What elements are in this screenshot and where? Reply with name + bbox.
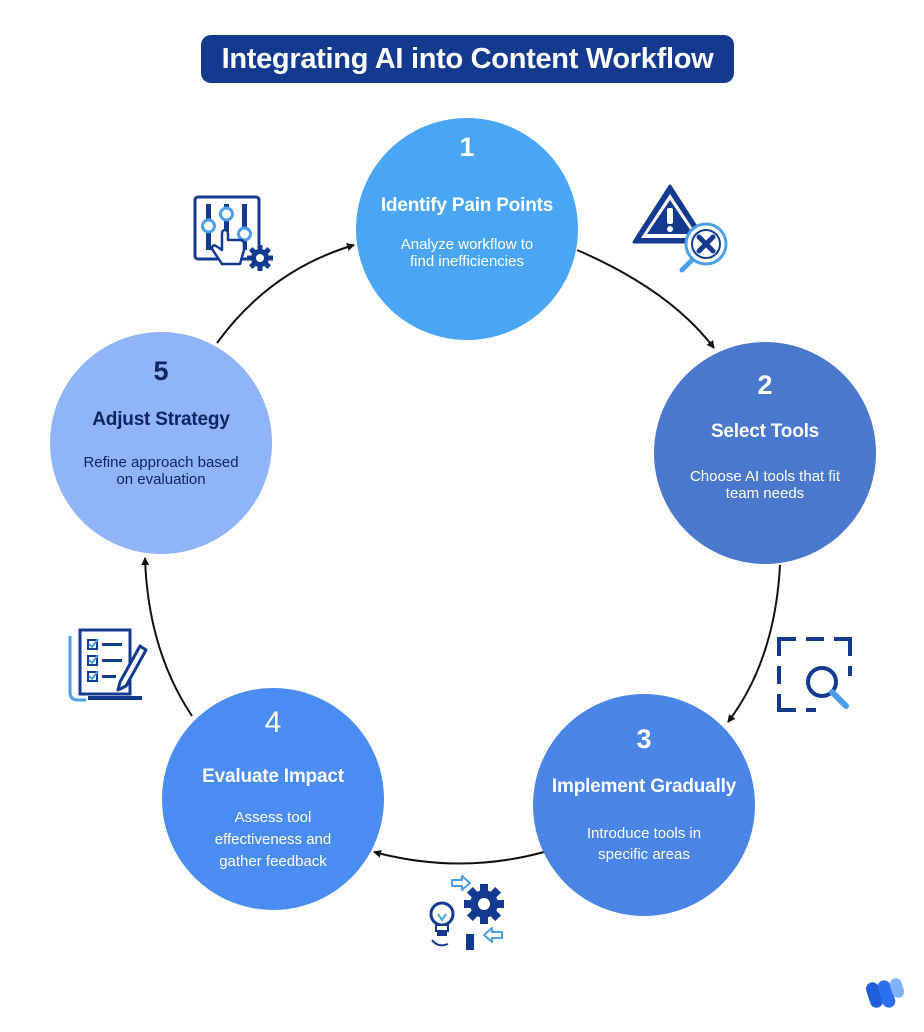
arrow-4-to-5 (141, 557, 193, 717)
arrow-1-to-2 (576, 249, 715, 349)
step-number: 4 (264, 706, 282, 739)
checklist-pencil-icon (68, 628, 148, 702)
step-number: 3 (636, 724, 652, 754)
step-description: Choose AI tools that fit team needs (689, 468, 841, 502)
step-number: 2 (757, 370, 773, 400)
page-title: Integrating AI into Content Workflow (221, 42, 714, 75)
arrow-5-to-1 (216, 243, 355, 344)
step-number: 5 (153, 356, 169, 386)
step-5-circle: 5 Adjust Strategy Refine approach based … (50, 332, 272, 554)
step-2-circle: 2 Select Tools Choose AI tools that fit … (654, 342, 876, 564)
step-number: 1 (459, 132, 475, 162)
arrow-2-to-3 (727, 564, 781, 723)
title-banner: Integrating AI into Content Workflow (201, 35, 734, 83)
step-description: Assess tool effectiveness and gather fee… (214, 809, 332, 870)
step-description: Refine approach based on evaluation (83, 454, 239, 488)
warning-magnifier-icon (632, 184, 728, 273)
step-title: Adjust Strategy (92, 409, 230, 430)
step-1-circle: 1 Identify Pain Points Analyze workflow … (356, 118, 578, 340)
step-title: Evaluate Impact (202, 766, 344, 787)
step-description: Analyze workflow to find inefficiencies (400, 236, 534, 270)
arrow-3-to-4 (373, 849, 545, 865)
search-frame-icon (777, 637, 852, 712)
step-title: Implement Gradually (551, 776, 737, 797)
step-4-circle: 4 Evaluate Impact Assess tool effectiven… (162, 688, 384, 910)
step-title: Identify Pain Points (380, 195, 554, 216)
step-description: Introduce tools in specific areas (586, 825, 702, 863)
step-3-circle: 3 Implement Gradually Introduce tools in… (533, 694, 755, 916)
step-title: Select Tools (710, 421, 820, 442)
lightbulb-gear-icon (429, 875, 504, 950)
sliders-gear-icon (193, 195, 273, 271)
brand-logo-icon (866, 978, 905, 1008)
